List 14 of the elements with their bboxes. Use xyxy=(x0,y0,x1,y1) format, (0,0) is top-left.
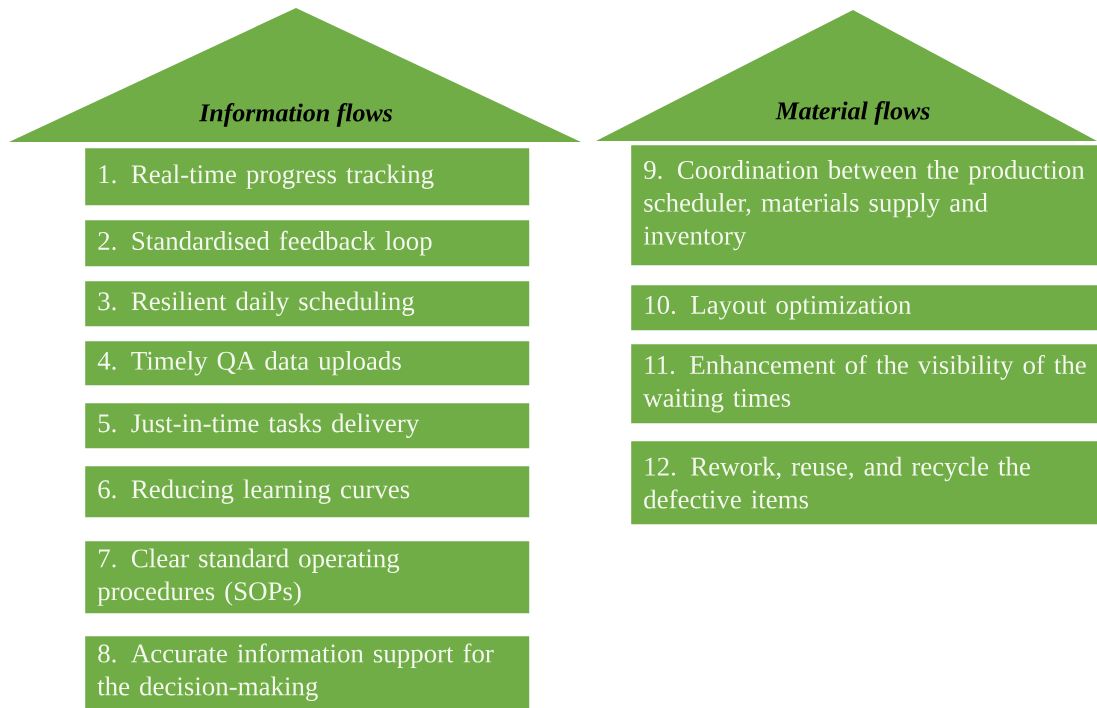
item-box: 9. Coordination between the production scheduler, materials supply and inventory xyxy=(631,145,1097,266)
item-box: 8. Accurate information support for the decision-making xyxy=(85,636,530,708)
item-box: 12. Rework, reuse, and recycle the defective items xyxy=(631,441,1097,525)
item-box: 5. Just-in-time tasks delivery xyxy=(85,403,530,449)
item-box: 7. Clear standard operating procedures (SOPs) xyxy=(85,541,530,614)
item-box: 2. Standardised feedback loop xyxy=(85,220,530,267)
item-box: 1. Real-time progress tracking xyxy=(85,148,530,206)
item-box: 3. Resilient daily scheduling xyxy=(85,281,530,327)
item-box: 11. Enhancement of the visibility of the waiting times xyxy=(631,344,1097,424)
item-box: 4. Timely QA data uploads xyxy=(85,341,530,386)
roof-triangle: Information flows xyxy=(9,8,581,142)
item-box: 10. Layout optimization xyxy=(631,285,1097,331)
item-box: 6. Reducing learning curves xyxy=(85,466,530,518)
roof-triangle: Material flows xyxy=(596,10,1097,141)
